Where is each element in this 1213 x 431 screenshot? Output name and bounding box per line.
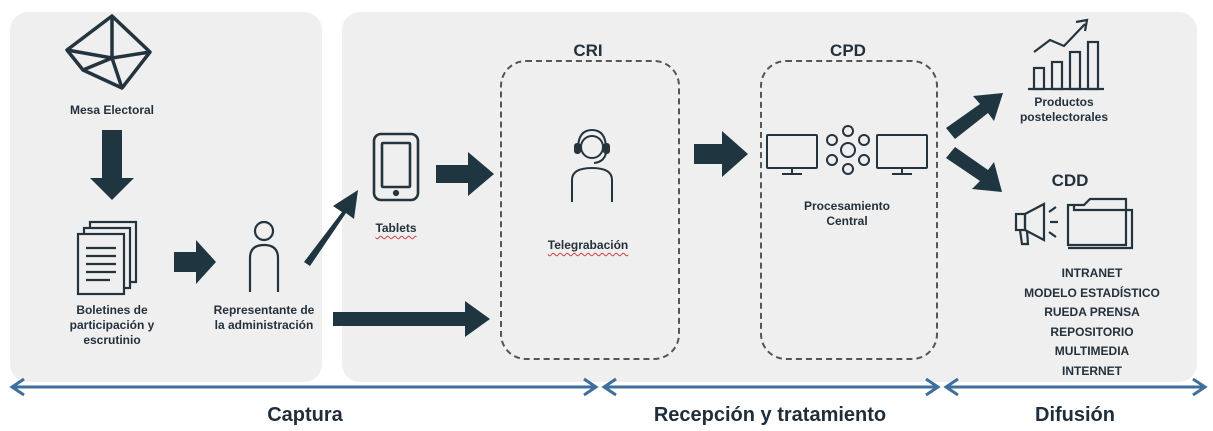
phase-captura: Captura <box>267 404 343 426</box>
headset-operator-icon <box>571 128 613 202</box>
cri-box <box>500 60 680 360</box>
envelope-icon <box>65 14 152 90</box>
arrow-right-2 <box>436 152 494 196</box>
network-icon <box>826 125 870 175</box>
arrow-diag-up <box>304 190 358 266</box>
phase-recepcion: Recepción y tratamiento <box>653 404 887 426</box>
procesamiento-label: Procesamiento Central <box>803 199 891 228</box>
capture-panel <box>10 12 322 382</box>
arrow-diag-up-right <box>946 93 1003 139</box>
channel-list: INTRANET MODELO ESTADÍSTICO RUEDA PRENSA… <box>1002 264 1182 381</box>
timeline-difusion <box>943 377 1208 397</box>
cdd-title: CDD <box>1051 171 1089 190</box>
person-icon <box>248 220 280 292</box>
arrow-diag-down-right <box>946 147 1002 192</box>
documents-icon <box>76 220 138 296</box>
channel-item: RUEDA PRENSA <box>1044 305 1140 319</box>
representante-label: Representante de la administración <box>213 303 315 332</box>
arrow-down <box>90 130 134 200</box>
boletines-label: Boletines de participación y escrutinio <box>69 303 155 347</box>
cpd-box <box>760 60 938 360</box>
cri-title: CRI <box>573 41 603 60</box>
tablets-label: Tablets <box>375 221 417 235</box>
cpd-title: CPD <box>830 41 866 60</box>
arrow-right-1 <box>174 240 216 284</box>
tablet-icon <box>372 132 420 202</box>
arrow-right-3 <box>694 131 748 177</box>
phase-difusion: Difusión <box>1035 404 1115 426</box>
monitor-right-icon <box>876 134 928 175</box>
channel-item: MULTIMEDIA <box>1054 344 1130 358</box>
timeline-captura <box>9 377 599 397</box>
monitor-left-icon <box>766 134 818 175</box>
mesa-electoral-label: Mesa Electoral <box>69 103 155 117</box>
channel-item: MODELO ESTADÍSTICO <box>1024 285 1160 300</box>
timeline-recepcion <box>601 377 941 397</box>
channel-item: INTRANET <box>1061 266 1123 280</box>
telegrabacion-label: Telegrabación <box>547 238 629 252</box>
megaphone-icon <box>1014 202 1058 246</box>
folder-icon <box>1066 197 1134 250</box>
productos-label: Productos postelectorales <box>1019 95 1109 124</box>
growth-chart-icon <box>1028 18 1104 91</box>
channel-item: REPOSITORIO <box>1050 324 1134 339</box>
channel-item: INTERNET <box>1062 363 1122 378</box>
arrow-long <box>333 301 490 337</box>
